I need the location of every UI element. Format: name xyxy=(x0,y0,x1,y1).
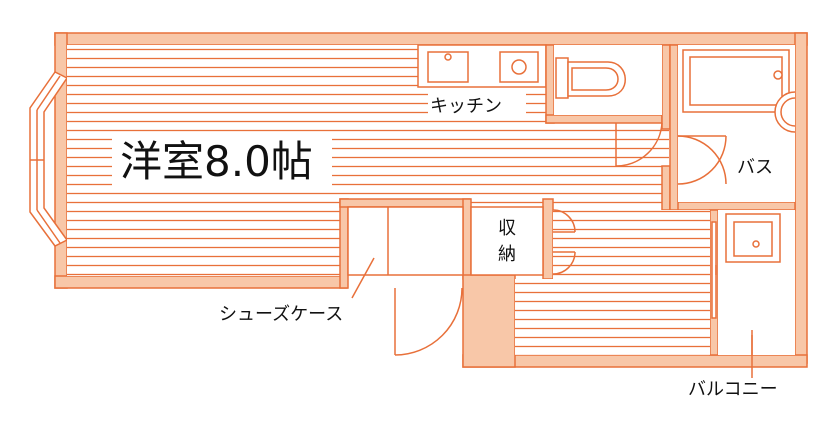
shoe-case-label: シューズケース xyxy=(219,304,343,325)
storage-closet xyxy=(470,206,544,276)
toilet-icon xyxy=(555,57,626,99)
storage-label-2: 納 xyxy=(498,244,516,265)
storage-label-1: 収 xyxy=(498,218,516,239)
bath-door xyxy=(677,135,727,185)
shoe-case xyxy=(347,206,464,276)
entrance-floor xyxy=(395,279,463,283)
kitchen-counter xyxy=(417,44,547,88)
corridor-floor-2 xyxy=(515,279,553,355)
kitchen-label: キッチン xyxy=(430,96,502,117)
bathtub-icon xyxy=(682,49,796,133)
entrance-door xyxy=(394,287,463,356)
bath-label: バス xyxy=(737,157,773,178)
corridor-floor xyxy=(553,210,710,355)
balcony-window xyxy=(711,221,717,319)
storage-doors xyxy=(552,209,576,275)
balcony-label: バルコニー xyxy=(688,379,778,400)
shoe-case-leader xyxy=(351,257,375,299)
toilet-door xyxy=(615,122,663,167)
main-room-label: 洋室8.0帖 xyxy=(120,137,313,186)
washbasin-icon xyxy=(725,213,781,263)
interior-walls xyxy=(339,44,796,368)
